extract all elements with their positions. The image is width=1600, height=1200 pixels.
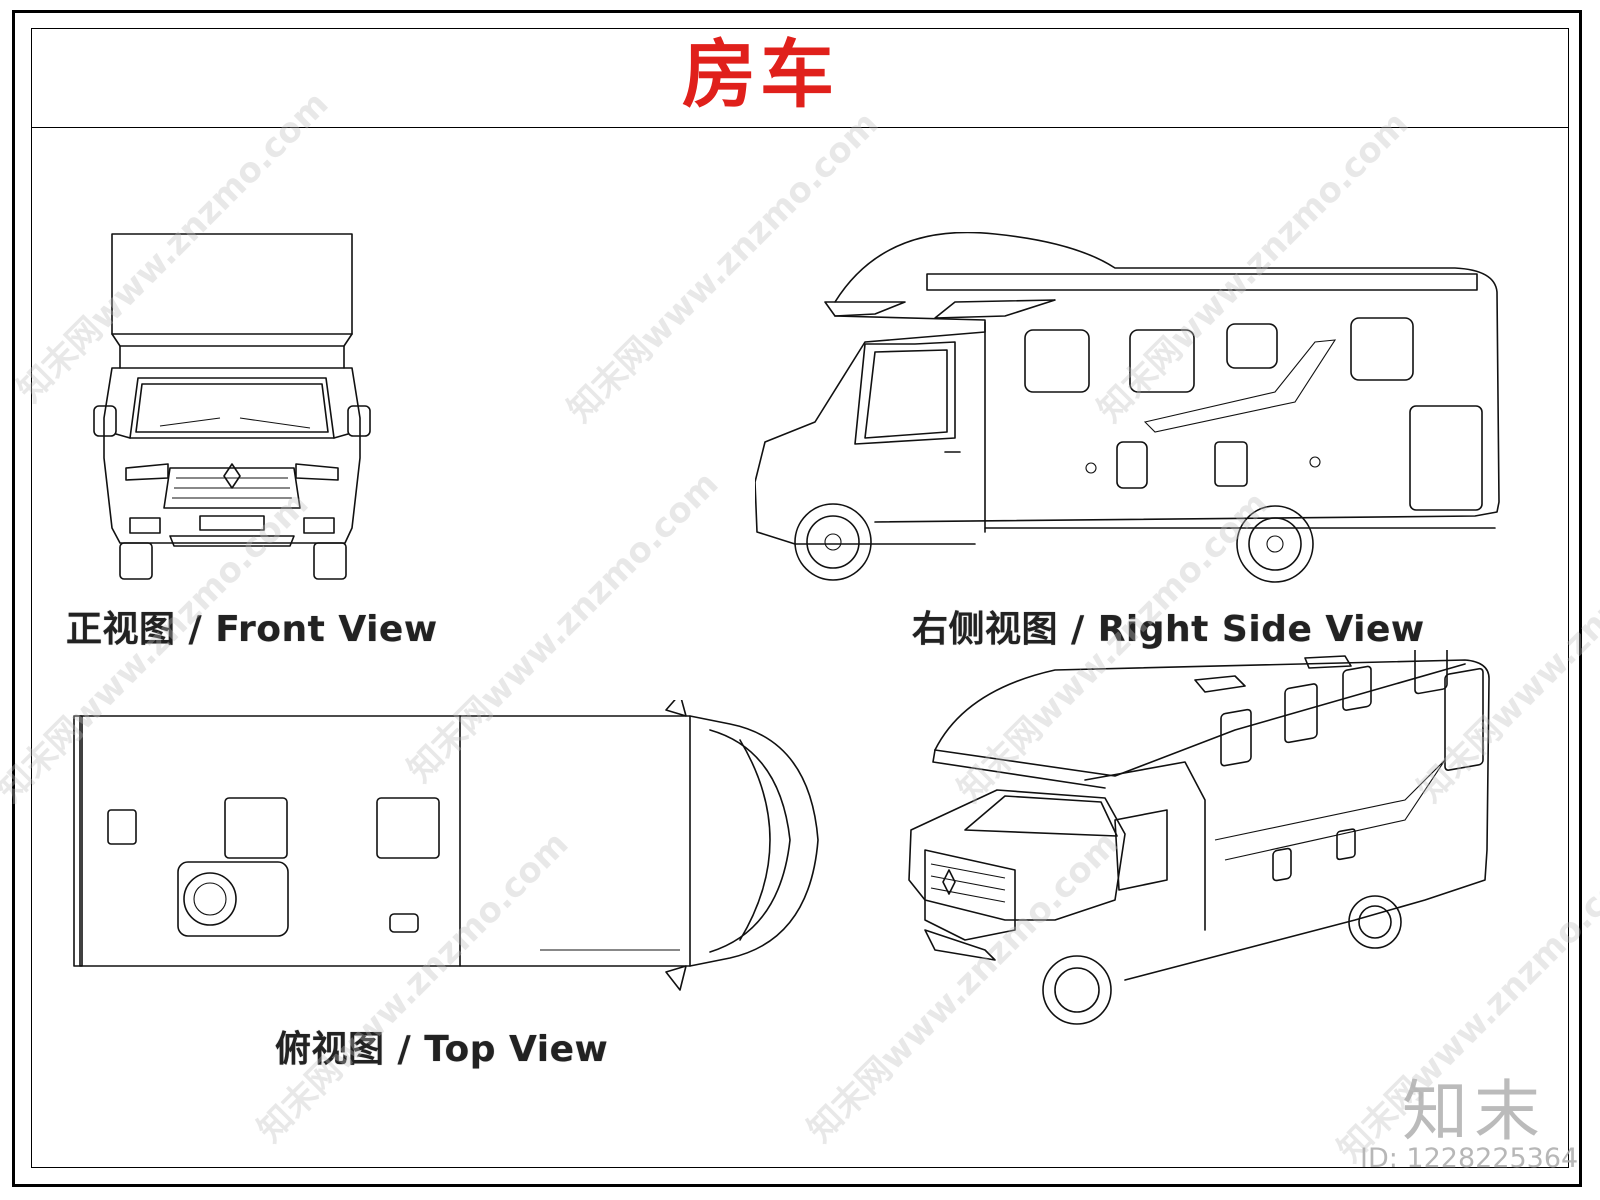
wheel-icon (806, 515, 860, 569)
top-view-drawing (73, 700, 819, 991)
front-view-caption: 正视图 / Front View (66, 609, 438, 650)
renault-logo-icon (223, 463, 241, 489)
outer-border (12, 10, 1582, 1187)
ac-unit-icon (183, 872, 237, 926)
side-view-drawing (755, 232, 1500, 583)
side-view-caption: 右侧视图 / Right Side View (912, 609, 1425, 650)
front-view-drawing (93, 233, 371, 580)
top-view-caption: 俯视图 / Top View (275, 1029, 609, 1070)
drawing-id: ID: 1228225364 (1360, 1143, 1579, 1174)
roof-vent-icon (224, 797, 288, 859)
perspective-view-drawing (908, 650, 1490, 1025)
inner-border (31, 28, 1569, 1168)
title-divider (31, 127, 1569, 128)
brand-logo: 知末 (1402, 1073, 1546, 1150)
sheet-title: 房车 (682, 32, 838, 118)
